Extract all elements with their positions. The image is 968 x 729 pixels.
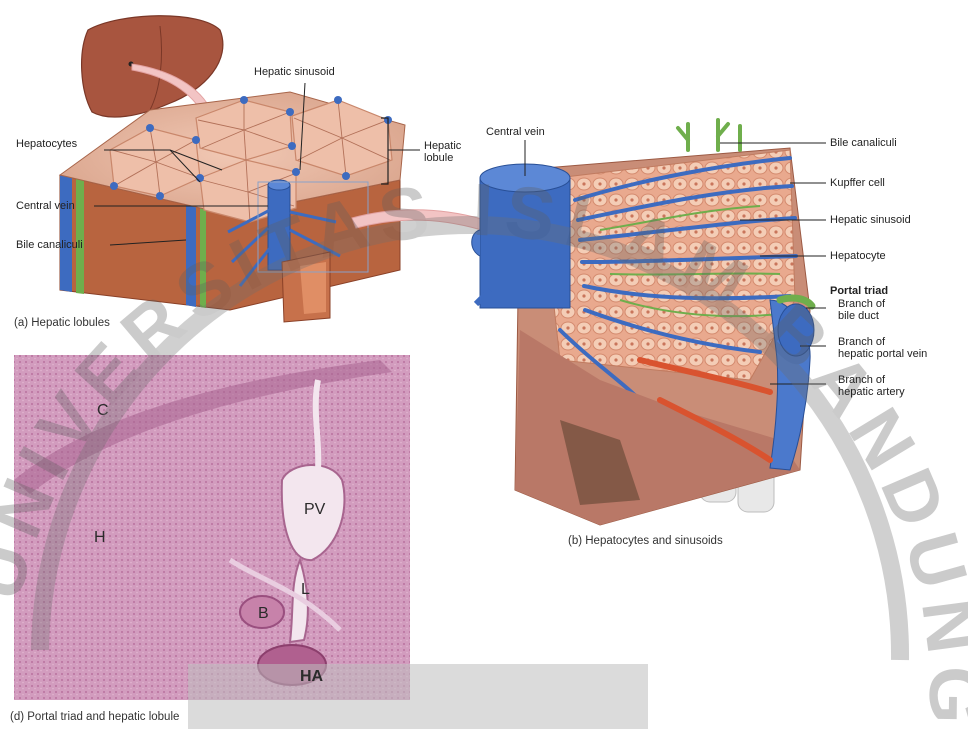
label-hepatocyte-b: Hepatocyte [830,250,886,262]
label-branch-bile-duct: Branch of bile duct [838,298,885,322]
label-bile-canaliculi-b: Bile canaliculi [830,137,897,149]
label-hepatic-lobule: Hepatic lobule [424,140,461,164]
label-central-vein-b: Central vein [486,126,545,138]
micro-letter-ha: HA [300,668,324,685]
label-branch-hepatic-artery: Branch of hepatic artery [838,374,905,398]
label-portal-triad: Portal triad [830,285,888,297]
label-bile-canaliculi-a: Bile canaliculi [16,239,83,251]
micro-letter-pv: PV [304,501,326,518]
label-hepatocytes-a: Hepatocytes [16,138,77,150]
label-hepatic-sinusoid-b: Hepatic sinusoid [830,214,911,226]
caption-panel-b: (b) Hepatocytes and sinusoids [568,535,723,547]
caption-panel-d: (d) Portal triad and hepatic lobule [10,711,179,723]
caption-panel-a: (a) Hepatic lobules [14,317,110,329]
label-hepatic-sinusoid-a: Hepatic sinusoid [254,66,335,78]
label-branch-portal-vein: Branch of hepatic portal vein [838,336,927,360]
label-kupffer-cell: Kupffer cell [830,177,885,189]
label-central-vein-a: Central vein [16,200,75,212]
micro-letter-l: L [301,581,310,598]
micro-letter-h: H [94,529,106,546]
micro-letter-b: B [258,605,269,622]
